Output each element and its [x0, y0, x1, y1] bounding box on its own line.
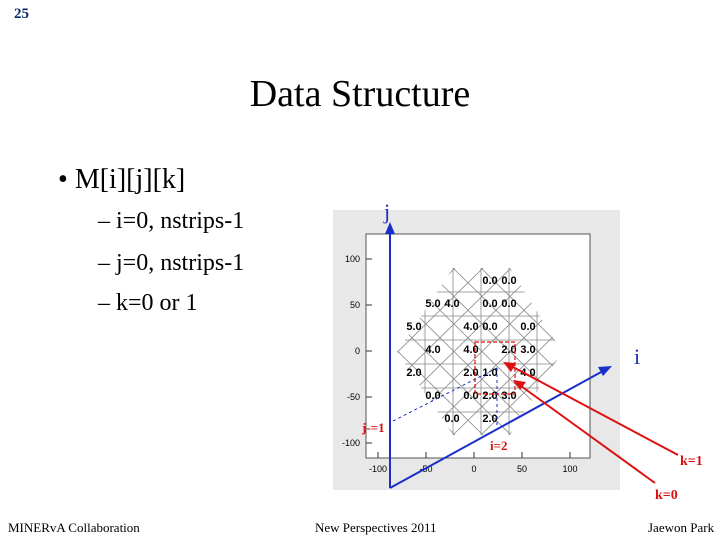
y-tick-label: 0 — [355, 346, 360, 356]
y-tick-label: -50 — [347, 392, 360, 402]
slide-title: Data Structure — [249, 73, 471, 115]
cell-values: 0.0 0.0 5.0 4.0 0.0 0.0 5.0 4.0 0.0 0.0 4.0 4.0 2.0 3… — [406, 275, 535, 425]
k1-label: k=1 — [680, 454, 703, 469]
cell-value: 0.0 — [520, 321, 535, 333]
footer-right: Jaewon Park — [648, 520, 715, 535]
cell-value: 0.0 — [501, 298, 516, 310]
cell-value: 0.0 — [463, 390, 478, 402]
cell-value: 3.0 — [501, 390, 516, 402]
i-axis-arrowhead — [598, 366, 612, 376]
y-axis-ticks: 100 50 0 -50 -100 — [342, 254, 372, 448]
j-minus-label: j-=1 — [361, 420, 385, 435]
grid-diagonal — [480, 268, 562, 435]
grid-diagonal — [397, 268, 512, 435]
cell-value: 2.0 — [463, 367, 478, 379]
x-tick-label: -100 — [369, 464, 387, 474]
x-tick-label: 0 — [471, 464, 476, 474]
cell-value: 1.0 — [482, 367, 497, 379]
footer-left: MINERvA Collaboration — [8, 520, 140, 535]
x-tick-label: 50 — [517, 464, 527, 474]
y-tick-label: -100 — [342, 438, 360, 448]
cell-value: 0.0 — [501, 275, 516, 287]
cell-value: 5.0 — [425, 298, 440, 310]
grid-diagonal — [480, 268, 562, 435]
sub-bullet-i: – i=0, nstrips-1 — [98, 208, 245, 234]
cell-value: 4.0 — [463, 321, 478, 333]
grid-diagonal — [424, 268, 562, 435]
cell-value: 0.0 — [444, 413, 459, 425]
footer-center: New Perspectives 2011 — [315, 520, 437, 535]
k1-arrow-line — [510, 365, 679, 456]
cell-value: 0.0 — [482, 298, 497, 310]
cell-value: 2.0 — [406, 367, 421, 379]
j-axis-label: j — [383, 199, 390, 224]
cell-value: 4.0 — [444, 298, 459, 310]
cell-value: 2.0 — [482, 413, 497, 425]
k1-arrowhead — [503, 362, 516, 372]
sub-bullet-j: – j=0, nstrips-1 — [98, 250, 245, 276]
cell-value: 5.0 — [406, 321, 421, 333]
k0-arrow-line — [520, 385, 656, 484]
i-axis-label: i — [634, 344, 640, 369]
bullet-symbol: • — [58, 164, 68, 195]
cell-value: 4.0 — [463, 344, 478, 356]
slide-number: 25 — [14, 6, 29, 22]
cell-value: 3.0 — [520, 344, 535, 356]
k0-label: k=0 — [655, 488, 678, 503]
x-tick-label: 100 — [562, 464, 577, 474]
k0-arrowhead — [513, 380, 526, 390]
bullet-text: M[i][j][k] — [74, 164, 186, 195]
grid-diagonal — [397, 268, 484, 435]
cell-value: 0.0 — [482, 275, 497, 287]
cell-value: 4.0 — [425, 344, 440, 356]
sub-bullet-k: – k=0 or 1 — [98, 290, 198, 316]
cell-value: 0.0 — [482, 321, 497, 333]
y-tick-label: 100 — [345, 254, 360, 264]
cell-value: 0.0 — [425, 390, 440, 402]
cell-value: 2.0 — [501, 344, 516, 356]
cell-value: 2.0 — [482, 390, 497, 402]
j-index-line — [392, 367, 498, 422]
i-eq-label: i=2 — [490, 438, 508, 453]
j-axis-arrowhead — [385, 222, 395, 234]
y-tick-label: 50 — [350, 300, 360, 310]
grid-diagonal — [452, 268, 562, 435]
main-bullet: • M[i][j][k] — [58, 164, 185, 196]
